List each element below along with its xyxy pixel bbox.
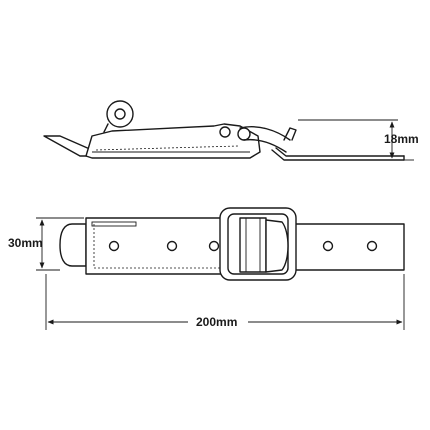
side-wire-upper <box>239 126 291 141</box>
side-base-flange-left <box>43 135 93 157</box>
length-dimension: 200mm <box>45 274 405 330</box>
top-hole-5 <box>366 240 378 252</box>
top-hole-3 <box>208 240 220 252</box>
top-view: 30mm <box>8 207 405 281</box>
top-hole-2 <box>166 240 178 252</box>
side-pivot-2 <box>237 127 251 141</box>
side-keeper-bottom <box>271 149 405 161</box>
top-latch-plate <box>85 217 237 275</box>
side-latch-body <box>85 123 261 159</box>
side-view: 18mm <box>43 100 419 161</box>
top-slot <box>91 221 137 227</box>
top-hook-curve <box>265 219 289 273</box>
top-hole-4 <box>322 240 334 252</box>
dim-width-label: 30mm <box>8 236 43 250</box>
top-hidden-edge <box>93 224 232 269</box>
dim-height-label: 18mm <box>384 132 419 146</box>
side-keeper-hook <box>283 127 297 141</box>
dim-length-label: 200mm <box>196 315 237 329</box>
top-hole-1 <box>108 240 120 252</box>
top-keeper-strap <box>287 223 405 271</box>
side-pivot-1 <box>219 126 231 138</box>
side-eye-joint <box>103 123 109 133</box>
top-rounded-end <box>59 223 87 267</box>
side-keeper-top <box>275 147 405 157</box>
side-eye-hole <box>114 108 126 120</box>
top-lever-bar <box>239 217 267 273</box>
side-wire-lower <box>243 138 287 153</box>
side-eye-loop <box>106 100 134 128</box>
